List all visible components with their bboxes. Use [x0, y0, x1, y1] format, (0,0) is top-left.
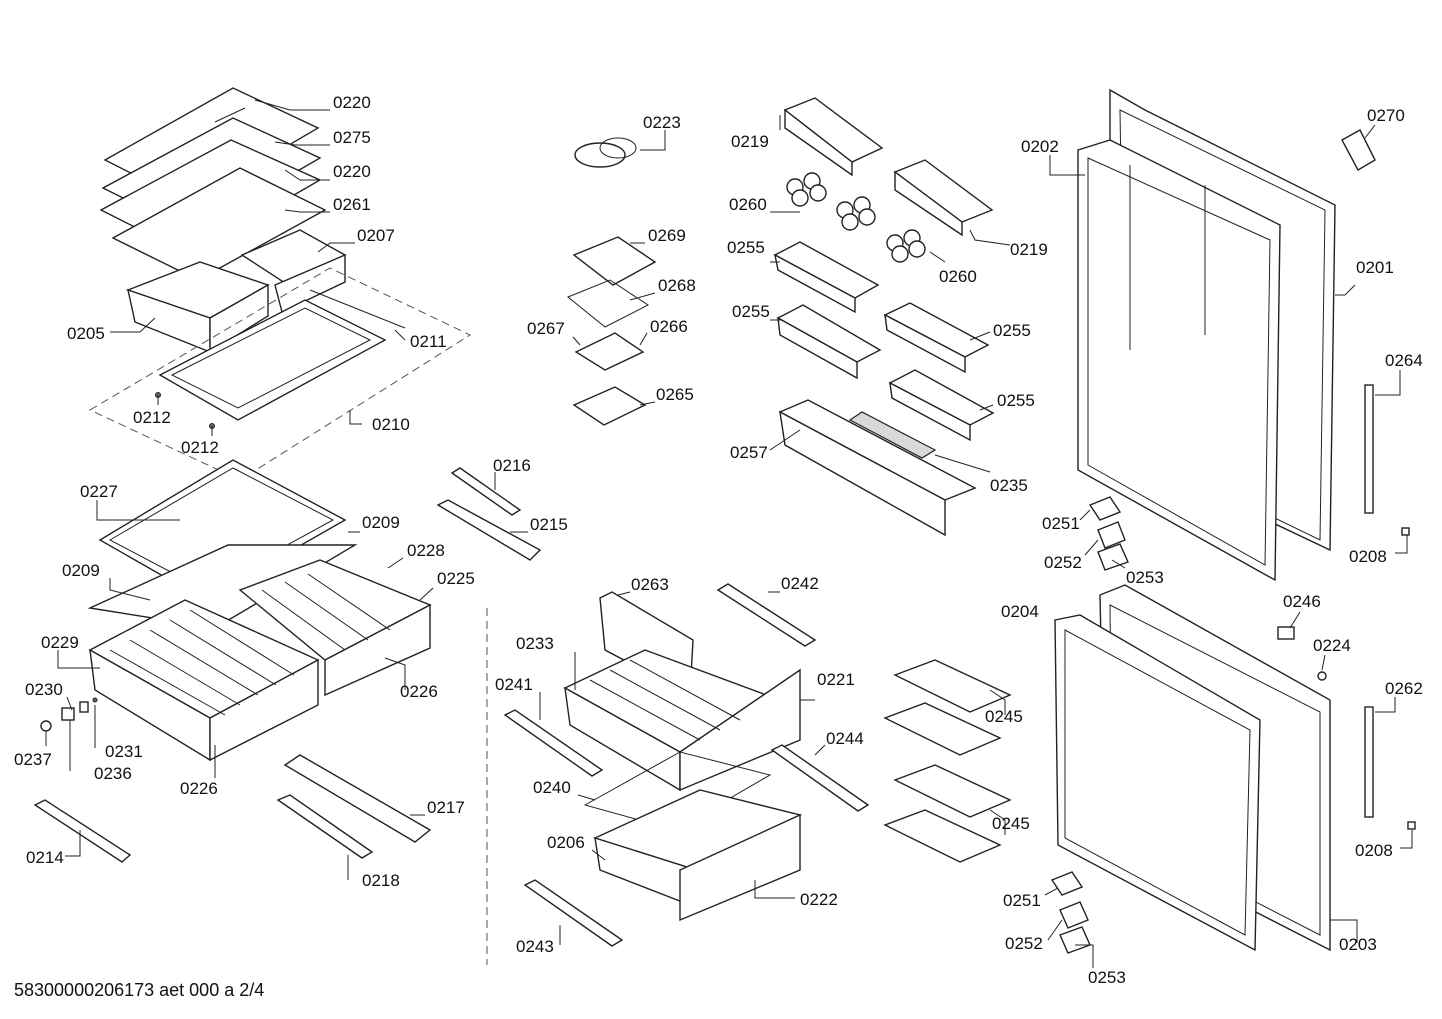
- part-label: 0251: [1042, 514, 1080, 533]
- part-label: 0219: [1010, 240, 1048, 259]
- part-label: 0268: [658, 276, 696, 295]
- rail-0216: [450, 467, 522, 516]
- parts-drawings: [33, 87, 1416, 965]
- part-label: 0260: [729, 195, 767, 214]
- document-code: 58300000206173 aet 000 a 2/4: [14, 980, 265, 1000]
- part-label: 0228: [407, 541, 445, 560]
- part-label: 0260: [939, 267, 977, 286]
- part-label: 0241: [495, 675, 533, 694]
- part-label: 0244: [826, 729, 864, 748]
- part-label: 0243: [516, 937, 554, 956]
- part-label: 0245: [992, 814, 1030, 833]
- part-label: 0222: [800, 890, 838, 909]
- part-label: 0221: [817, 670, 855, 689]
- part-label: 0209: [62, 561, 100, 580]
- part-label: 0216: [493, 456, 531, 475]
- part-label: 0203: [1339, 935, 1377, 954]
- part-label: 0225: [437, 569, 475, 588]
- fridge-door: [1077, 88, 1336, 582]
- part-label: 0201: [1356, 258, 1394, 277]
- shelf-frame-outline: [88, 267, 472, 481]
- part-label: 0255: [993, 321, 1031, 340]
- part-label: 0211: [410, 332, 447, 351]
- part-label: 0265: [656, 385, 694, 404]
- rail-0217: [283, 754, 432, 843]
- part-label: 0218: [362, 871, 400, 890]
- part-label: 0206: [547, 833, 585, 852]
- part-label: 0242: [781, 574, 819, 593]
- part-label: 0220: [333, 162, 371, 181]
- door-bins-0255: [773, 241, 995, 442]
- part-label: 0202: [1021, 137, 1059, 156]
- part-label: 0261: [333, 195, 371, 214]
- drawer-left: [88, 599, 320, 762]
- freezer-drawer-upper: [563, 591, 801, 792]
- part-label: 0255: [997, 391, 1035, 410]
- part-label: 0252: [1005, 934, 1043, 953]
- part-label: 0212: [181, 438, 219, 457]
- part-label: 0208: [1349, 547, 1387, 566]
- part-label: 0219: [731, 132, 769, 151]
- drawer-middle: [238, 559, 432, 697]
- crisper-trays: [125, 229, 347, 354]
- part-labels: 0220 0275 0220 0261 0207 0205 0211 0212 …: [14, 93, 1423, 987]
- part-label: 0214: [26, 848, 64, 867]
- part-label: 0270: [1367, 106, 1405, 125]
- part-label: 0226: [180, 779, 218, 798]
- ice-trays-0245: [883, 659, 1012, 863]
- part-label: 0212: [133, 408, 171, 427]
- part-label: 0220: [333, 93, 371, 112]
- glass-shelves: [99, 87, 327, 281]
- part-label: 0223: [643, 113, 681, 132]
- shelf-frame: [158, 299, 387, 421]
- part-label: 0264: [1385, 351, 1423, 370]
- part-label: 0208: [1355, 841, 1393, 860]
- part-label: 0245: [985, 707, 1023, 726]
- part-label: 0240: [533, 778, 571, 797]
- rail-0214: [33, 799, 132, 863]
- part-label: 0253: [1126, 568, 1164, 587]
- part-label: 0257: [730, 443, 768, 462]
- rail-0215: [436, 499, 542, 561]
- part-label: 0267: [527, 319, 565, 338]
- part-label: 0262: [1385, 679, 1423, 698]
- part-label: 0207: [357, 226, 395, 245]
- part-label: 0215: [530, 515, 568, 534]
- part-label: 0231: [105, 742, 143, 761]
- part-label: 0263: [631, 575, 669, 594]
- part-label: 0205: [67, 324, 105, 343]
- part-label: 0255: [732, 302, 770, 321]
- part-label: 0253: [1088, 968, 1126, 987]
- part-label: 0230: [25, 680, 63, 699]
- leader-lines: [45, 99, 1413, 968]
- part-label: 0217: [427, 798, 465, 817]
- part-label: 0226: [400, 682, 438, 701]
- egg-holder-0223: [574, 142, 626, 168]
- part-label: 0246: [1283, 592, 1321, 611]
- egg-trays-0260: [786, 172, 926, 263]
- part-label: 0255: [727, 238, 765, 257]
- freezer-drawer-lower: [593, 789, 803, 922]
- part-label: 0251: [1003, 891, 1041, 910]
- part-label: 0224: [1313, 636, 1351, 655]
- part-label: 0235: [990, 476, 1028, 495]
- rail-0218: [276, 794, 374, 859]
- part-label: 0233: [516, 634, 554, 653]
- part-label: 0204: [1001, 602, 1039, 621]
- part-label: 0252: [1044, 553, 1082, 572]
- part-label: 0266: [650, 317, 688, 336]
- freezer-door: [1054, 584, 1331, 952]
- part-label: 0275: [333, 128, 371, 147]
- part-label: 0269: [648, 226, 686, 245]
- part-label: 0236: [94, 764, 132, 783]
- part-label: 0210: [372, 415, 410, 434]
- part-label: 0227: [80, 482, 118, 501]
- part-label: 0237: [14, 750, 52, 769]
- part-label: 0229: [41, 633, 79, 652]
- part-label: 0209: [362, 513, 400, 532]
